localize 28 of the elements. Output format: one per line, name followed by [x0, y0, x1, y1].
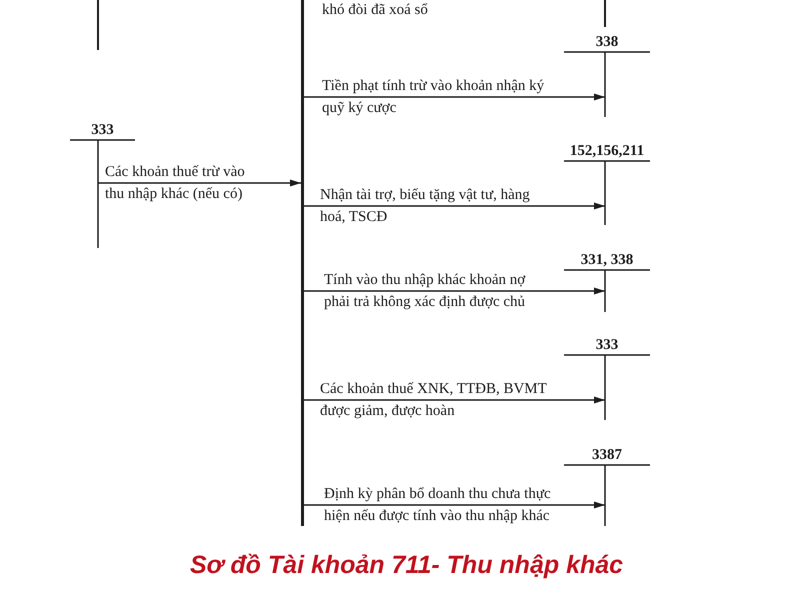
arrow	[304, 288, 605, 294]
account-number: 3387	[591, 447, 623, 464]
edge-label: Các khoản thuế XNK, TTĐB, BVMT được giảm, được hoàn	[320, 380, 548, 421]
edge-label: Định kỳ phân bổ doanh thu chưa thực hiện nếu được tính vào thu nhập khác	[324, 485, 552, 526]
account-number: 338	[594, 34, 620, 51]
arrow	[304, 396, 605, 404]
t-account	[564, 34, 650, 117]
account-number: 333	[594, 337, 620, 354]
account-line	[604, 0, 606, 27]
label-text: khó đòi đã xoá sổ	[322, 1, 428, 19]
account-number: 331, 338	[580, 252, 634, 269]
t-account	[564, 252, 650, 312]
t-account	[564, 447, 650, 526]
account-line	[97, 0, 99, 50]
caption: Sơ đồ Tài khoản 711- Thu nhập khác	[190, 550, 624, 580]
account-number: 152,156,211	[568, 143, 646, 160]
edge-label: Tiền phạt tính trừ vào khoản nhận ký quỹ ký cược	[322, 77, 546, 118]
edge-label: Các khoản thuế trừ vào thu nhập khác (nếu có)	[105, 163, 246, 204]
arrow	[304, 502, 605, 508]
account-line	[301, 0, 304, 526]
edge-label: Tính vào thu nhập khác khoản nợ phải trả không xác định được chủ	[324, 271, 526, 312]
arrow	[98, 180, 301, 186]
arrow	[304, 202, 605, 210]
edge-label: Nhận tài trợ, biếu tặng vật tư, hàng hoá, TSCĐ	[320, 186, 531, 227]
arrow	[304, 94, 605, 100]
t-account	[564, 143, 650, 225]
account-number: 333	[90, 122, 115, 139]
t-account	[564, 337, 650, 420]
